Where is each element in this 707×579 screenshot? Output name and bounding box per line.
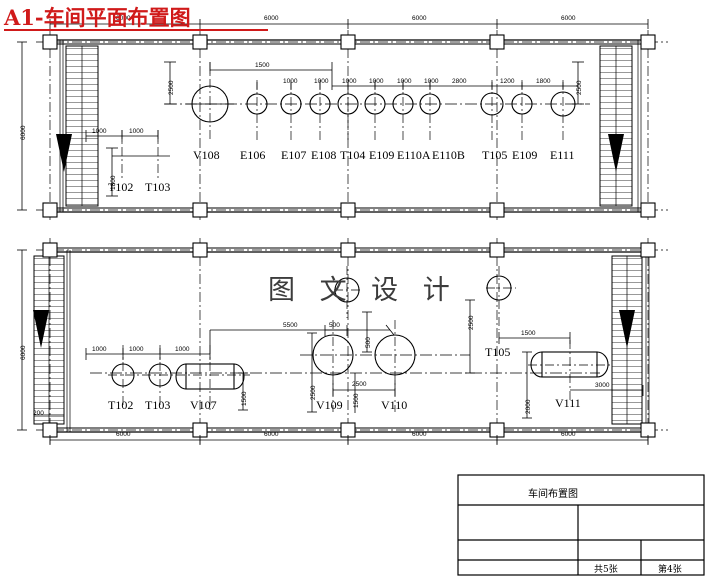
bottom-dimension-chain [85, 299, 644, 419]
bottom-equipment-axes [108, 266, 571, 412]
bottom-dim-5500: 5500 [283, 322, 298, 329]
top-chain-dim-1200: 1200 [500, 78, 515, 85]
top-chain-dim-3: 1000 [314, 78, 329, 85]
grid-top-dim-4: 6000 [561, 15, 576, 22]
equipment-label-t105-bottom: T105 [485, 345, 511, 359]
title-block-total-sheets: 共5张 [594, 565, 618, 575]
grid-left-dim-top: 6000 [20, 125, 27, 140]
title-block-sheet-number: 第4张 [658, 565, 682, 575]
grid-bottom-dimension-line [49, 435, 649, 445]
top-vertical-dim-right: 2500 [576, 80, 583, 95]
bottom-equipment-centerline [90, 354, 600, 374]
top-building-outline [50, 39, 648, 213]
bottom-equipment-crosshairs [334, 289, 612, 366]
equipment-label-t105: T105 [482, 148, 508, 162]
grid-top-dim-2: 6000 [264, 15, 279, 22]
top-dimension-chain [209, 62, 578, 90]
top-chain-dim-1500: 1500 [255, 62, 270, 69]
top-left-wall-inner-lines [59, 40, 64, 212]
bottom-left-wall [33, 250, 71, 432]
top-left-dimension-chain [85, 130, 159, 142]
grid-bottom-dim-4: 6000 [561, 431, 576, 438]
bottom-dim-2000: 2000 [525, 399, 532, 414]
top-chain-dim-6: 1000 [397, 78, 412, 85]
bottom-dim-1500-t105: 1500 [521, 330, 536, 337]
top-left-chain-dim-2: 1000 [129, 128, 144, 135]
bottom-dim-500-vertical: 500 [365, 337, 372, 348]
equipment-label-v109: V109 [316, 398, 343, 412]
north-arrow-top-right [608, 134, 624, 172]
equipment-label-t102-top: T102 [108, 180, 134, 194]
top-vertical-dimensions [106, 61, 584, 197]
bottom-dim-2500-v109-v110: 2500 [352, 381, 367, 388]
equipment-label-e110b: E110B [432, 148, 465, 162]
top-chain-dim-7: 1000 [424, 78, 439, 85]
page-title-underline [4, 29, 268, 31]
bottom-dim-1500-mid: 1500 [353, 393, 360, 408]
equipment-label-v108: V108 [193, 148, 220, 162]
bottom-dim-200: 200 [33, 410, 44, 417]
grid-top-dimension-line [49, 19, 649, 29]
top-left-wall [65, 45, 99, 207]
equipment-label-t103-top: T103 [145, 180, 171, 194]
equipment-label-e111: E111 [550, 148, 575, 162]
equipment-label-t102-bottom: T102 [108, 398, 134, 412]
north-arrow-bottom-left [33, 310, 49, 348]
top-chain-dim-2: 1000 [283, 78, 298, 85]
top-equipment-crosshairs [112, 103, 234, 157]
grid-top-dim-3: 6000 [412, 15, 427, 22]
bottom-chain-dim-2: 1000 [129, 346, 144, 353]
equipment-label-t103-bottom: T103 [145, 398, 171, 412]
equipment-label-e110a: E110A [397, 148, 431, 162]
grid-bottom-dim-2: 6000 [264, 431, 279, 438]
grid-left-dim-bottom: 6000 [20, 345, 27, 360]
bottom-right-wall [611, 250, 650, 432]
title-block-drawing-name: 车间布置图 [528, 489, 578, 500]
top-chain-dim-1800: 1800 [536, 78, 551, 85]
equipment-label-v107: V107 [190, 398, 217, 412]
bottom-columns [42, 242, 656, 438]
equipment-label-t104: T104 [340, 148, 366, 162]
grid-bottom-dim-3: 6000 [412, 431, 427, 438]
bottom-chain-dim-1: 1000 [92, 346, 107, 353]
equipment-label-v110: V110 [381, 398, 408, 412]
grid-left-dimension-bottom [17, 249, 27, 431]
grid-top-dim-1: 6000 [116, 15, 131, 22]
bottom-chain-dim-3: 1000 [175, 346, 190, 353]
grid-left-dimension-top [17, 41, 27, 211]
equipment-label-e109b: E109 [512, 148, 538, 162]
top-chain-dim-2800: 2800 [452, 78, 467, 85]
watermark: 图 文 设 计 [268, 275, 458, 306]
bottom-dim-500: 500 [329, 322, 340, 329]
north-arrow-bottom-right [619, 310, 635, 348]
equipment-label-v111: V111 [555, 396, 581, 410]
title-block-frame [457, 474, 705, 576]
equipment-label-e108: E108 [311, 148, 337, 162]
equipment-label-e109a: E109 [369, 148, 395, 162]
grid-bottom-dim-1: 6000 [116, 431, 131, 438]
north-arrow-top-left [56, 134, 72, 172]
top-vertical-dim-left: 2500 [168, 80, 175, 95]
equipment-label-e106: E106 [240, 148, 266, 162]
bottom-dim-2500-right: 2500 [468, 315, 475, 330]
top-right-wall [599, 40, 642, 212]
top-equipment-axes [121, 62, 564, 180]
top-columns [42, 34, 656, 218]
bottom-dim-3000: 3000 [595, 382, 610, 389]
equipment-label-e107: E107 [281, 148, 307, 162]
top-chain-dim-5: 1000 [369, 78, 384, 85]
top-left-chain-dim-1: 1000 [92, 128, 107, 135]
top-chain-dim-4: 1000 [342, 78, 357, 85]
page-title: A1-车间平面布置图 [4, 5, 191, 30]
bottom-dim-1500-v107: 1500 [241, 391, 248, 406]
